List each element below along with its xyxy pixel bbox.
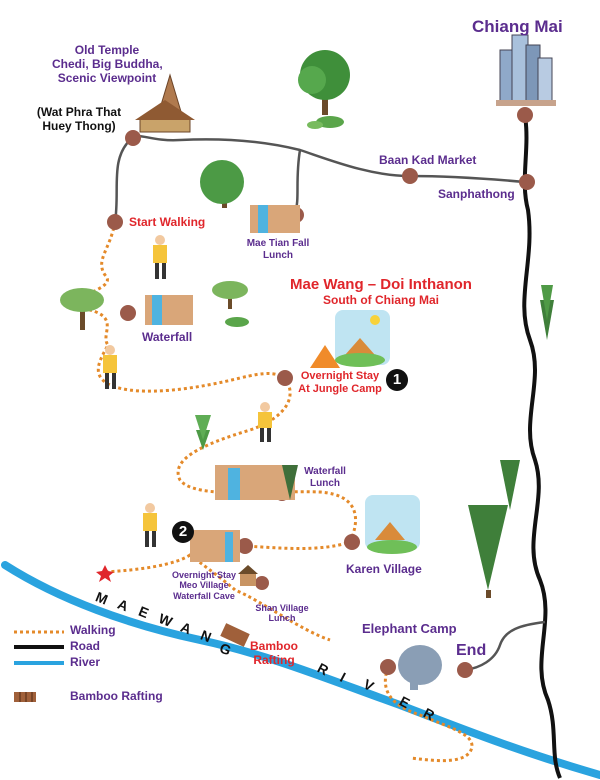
label-shan-line-2: Lunch	[268, 613, 296, 624]
stop-end	[457, 662, 473, 678]
label-old-temple: Old Temple Chedi, Big Buddha, Scenic Vie…	[52, 43, 163, 85]
label-mae-tian-line-1: Mae Tian Fall	[246, 238, 310, 249]
label-waterfall: Waterfall	[142, 330, 193, 344]
label-overnight-2-line-2: Meo Village	[179, 580, 229, 591]
pine-tree-icon	[195, 415, 211, 450]
waterfall-rock-icon	[145, 295, 193, 325]
label-end: End	[456, 642, 487, 659]
day-2-badge: 2	[172, 521, 194, 543]
label-overnight-2-line-3: Waterfall Cave	[173, 590, 235, 601]
label-chiang-mai: Chiang Mai	[472, 17, 563, 36]
stop-chiang-mai	[517, 107, 533, 123]
stop-shan-village	[255, 576, 269, 590]
label-overnight-1-line-2: At Jungle Camp	[298, 382, 382, 395]
waterfall-rock-icon	[250, 205, 300, 233]
label-elephant-camp: Elephant Camp	[362, 621, 457, 636]
legend-bamboo-raft-icon	[14, 692, 36, 702]
label-mae-tian-fall: Mae Tian Fall Lunch	[236, 238, 320, 261]
river-line	[1, 561, 600, 779]
stop-jungle-camp	[277, 370, 293, 386]
label-shan-line-1: Shan Village	[255, 603, 309, 613]
label-wat-line-1: (Wat Phra That	[36, 105, 122, 119]
leaf-icon	[307, 116, 344, 129]
label-baan-kad-market: Baan Kad Market	[379, 153, 477, 167]
tree-icon	[60, 288, 104, 330]
start-star-icon	[96, 565, 114, 582]
label-overnight-1-line-1: Overnight Stay	[300, 370, 380, 382]
pine-tree-icon	[468, 505, 508, 598]
stop-waterfall	[120, 305, 136, 321]
stop-baan-kad	[402, 168, 418, 184]
waterfall-rock-icon	[190, 530, 240, 562]
elephant-icon	[398, 645, 442, 690]
day-1-badge: 1	[386, 369, 408, 391]
leaf-icon	[225, 317, 249, 327]
pine-tree-icon	[540, 285, 554, 340]
trekker-icon	[143, 503, 157, 547]
label-mae-tian-line-2: Lunch	[263, 249, 293, 261]
walking-trail	[80, 221, 474, 763]
tree-icon	[298, 50, 350, 115]
side-road	[113, 134, 526, 223]
city-buildings-icon	[496, 34, 556, 106]
stop-temple	[125, 130, 141, 146]
label-waterfall-lunch: Waterfall Lunch	[290, 466, 360, 489]
stop-meo-village	[237, 538, 253, 554]
label-shan-village: Shan Village Lunch	[246, 603, 318, 624]
trekker-icon	[153, 235, 167, 279]
label-overnight-2-line-1: Overnight Stay	[171, 570, 236, 580]
temple-chedi-icon	[135, 73, 195, 133]
legend-river-label: River	[70, 655, 101, 669]
label-bamboo-line-2: Rafting	[253, 652, 295, 667]
label-karen-village: Karen Village	[346, 562, 422, 576]
label-wat-line-2: Huey Thong)	[42, 118, 116, 133]
stop-elephant-camp	[380, 659, 396, 675]
shan-village-icon	[238, 565, 258, 586]
jungle-camp-icon	[310, 310, 390, 368]
legend-walking-label: Walking	[70, 623, 116, 637]
label-overnight-jungle-camp: Overnight Stay At Jungle Camp	[288, 370, 392, 395]
label-bamboo-line-1: Bamboo	[250, 639, 298, 653]
legend-road-label: Road	[70, 639, 100, 653]
label-old-temple-line-3: Scenic Viewpoint	[57, 70, 157, 85]
label-old-temple-line-2: Chedi, Big Buddha,	[52, 56, 163, 71]
karen-village-icon	[365, 495, 420, 554]
label-overnight-meo-village: Overnight Stay Meo Village Waterfall Cav…	[164, 570, 244, 601]
map-title: Mae Wang – Doi Inthanon	[290, 276, 472, 293]
map-subtitle: South of Chiang Mai	[323, 293, 439, 307]
tree-icon	[212, 281, 248, 309]
bamboo-raft-icon	[220, 623, 250, 647]
waterfall-rock-icon	[215, 465, 298, 500]
label-sanphathong: Sanphathong	[438, 187, 515, 201]
legend-bamboo-rafting-label: Bamboo Rafting	[70, 689, 163, 703]
tree-icon	[200, 160, 244, 208]
label-waterfall-lunch-line-1: Waterfall	[304, 466, 346, 477]
main-road	[522, 114, 562, 779]
stop-start-walking	[107, 214, 123, 230]
label-waterfall-lunch-line-2: Lunch	[310, 477, 340, 489]
trekker-icon	[103, 345, 117, 389]
stop-karen-village	[344, 534, 360, 550]
label-wat-phra-that: (Wat Phra That Huey Thong)	[20, 105, 138, 134]
stop-sanphathong	[519, 174, 535, 190]
label-old-temple-line-1: Old Temple	[74, 43, 140, 57]
pine-tree-icon	[500, 460, 520, 510]
label-bamboo-rafting: Bamboo Rafting	[246, 639, 302, 668]
end-road	[464, 620, 546, 672]
label-start-walking: Start Walking	[129, 215, 206, 229]
trekker-icon	[258, 402, 272, 442]
